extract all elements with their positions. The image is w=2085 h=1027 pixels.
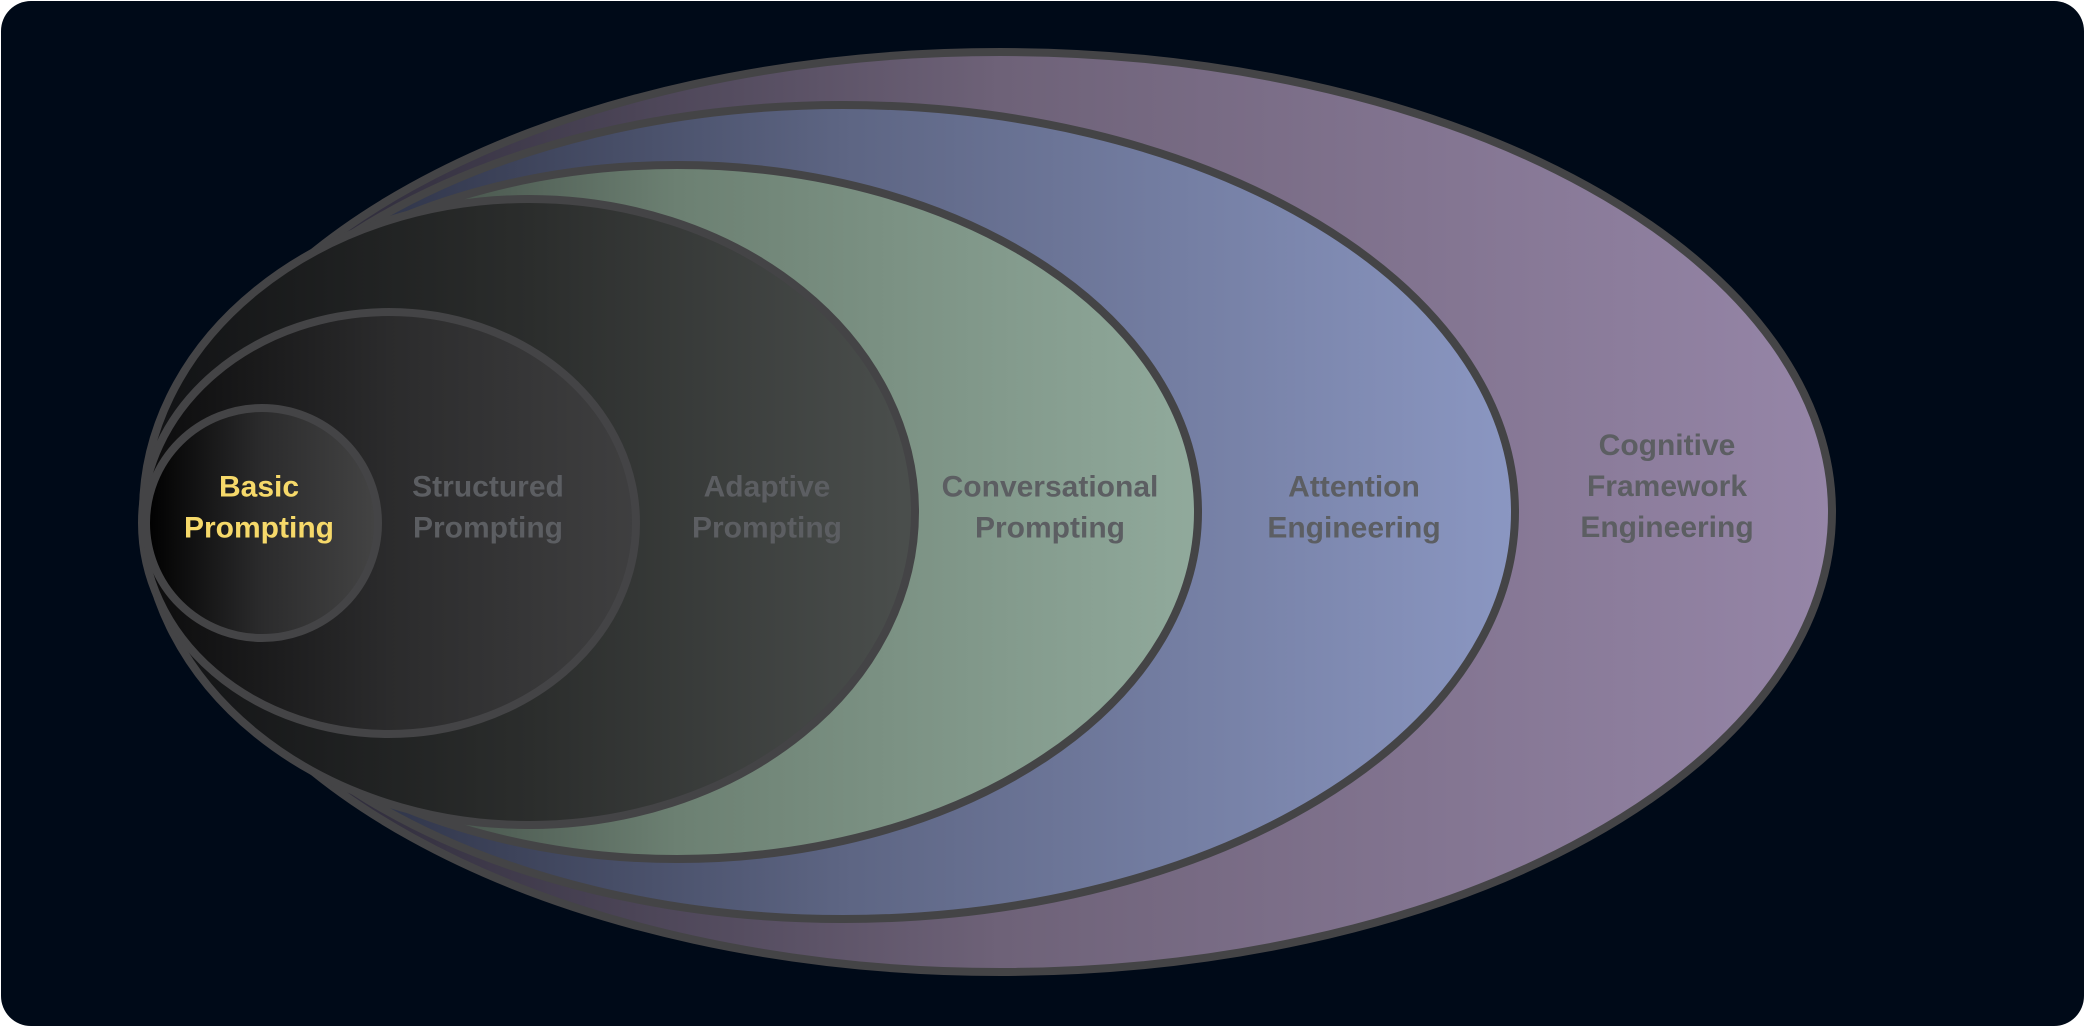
layer-label-line: Cognitive [1599,429,1736,462]
layer-label-line: Engineering [1267,512,1440,545]
layer-label-line: Prompting [975,512,1125,545]
layer-ellipse-basic-prompting [142,404,382,642]
layer-label-line: Prompting [692,512,842,545]
layer-label-line: Engineering [1580,511,1753,544]
layer-label-line: Prompting [184,512,334,545]
layer-label-line: Prompting [413,512,563,545]
layer-label-line: Conversational [942,471,1159,504]
layer-label-line: Structured [412,471,564,504]
layer-label-line: Basic [219,471,299,504]
layer-label-line: Framework [1587,470,1747,503]
layer-label-line: Attention [1288,471,1420,504]
layer-label-line: Adaptive [704,471,831,504]
